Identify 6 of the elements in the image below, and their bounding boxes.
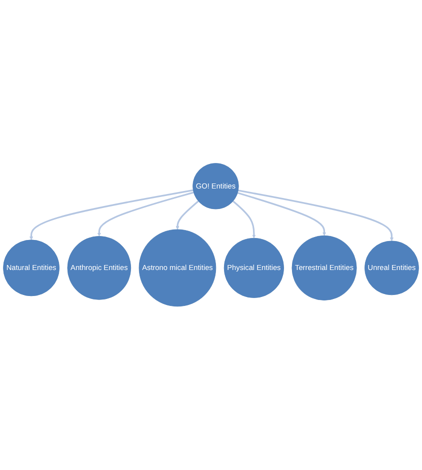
arrow: [232, 200, 256, 238]
arrow: [30, 190, 194, 240]
arrow: [237, 192, 326, 236]
arrow: [97, 192, 194, 237]
arrow: [238, 190, 394, 242]
arrow: [176, 200, 199, 230]
